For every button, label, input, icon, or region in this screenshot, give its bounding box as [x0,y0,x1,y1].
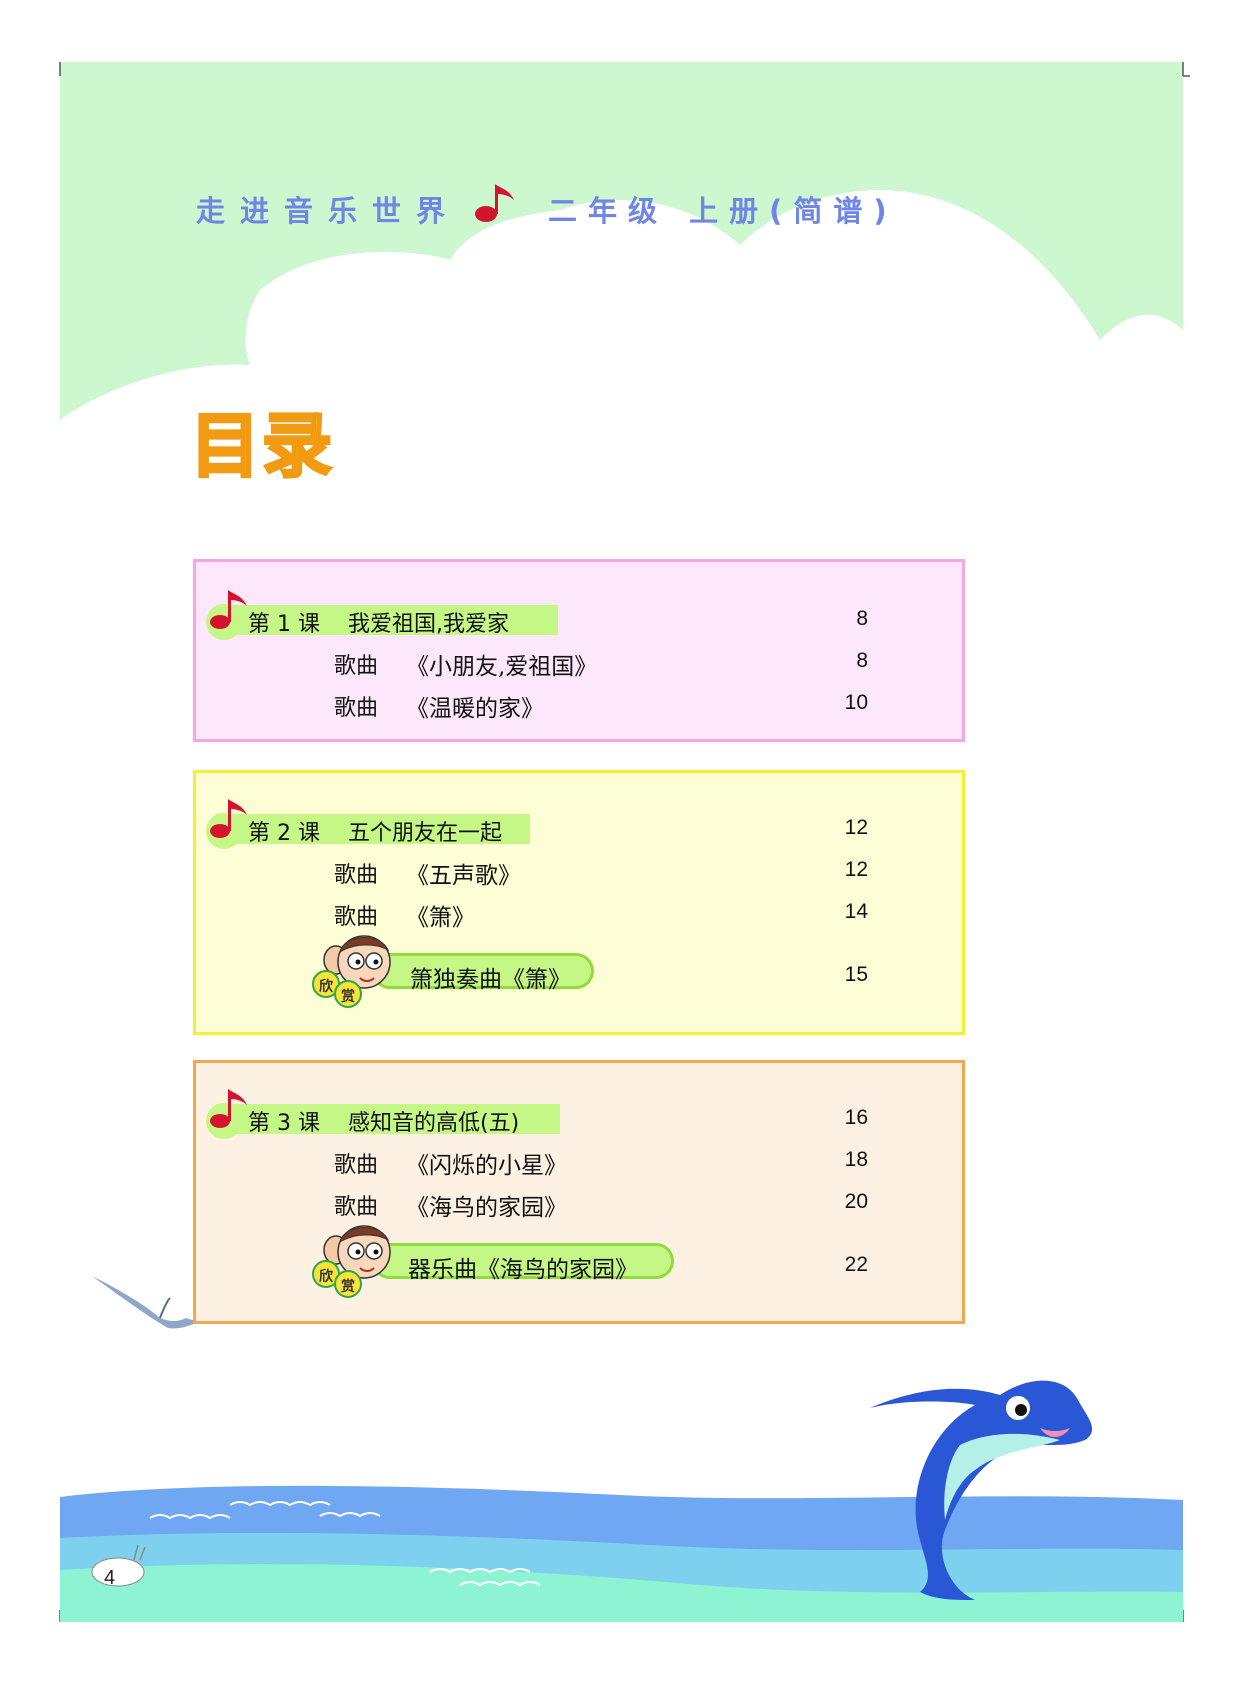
badge-char: 欣 [319,1269,333,1285]
badge-char: 赏 [341,1279,355,1295]
lesson-bar [216,814,530,844]
child-face-icon [323,935,391,989]
music-note-icon [206,799,247,849]
song-kind: 歌曲 [334,863,379,888]
lesson-bar [216,605,558,635]
page-number: 14 [844,900,868,923]
page-number: 16 [844,1106,868,1129]
lesson-label: 第 1 课 [248,612,320,637]
song-kind: 歌曲 [334,1195,379,1220]
page-number: 8 [856,649,868,672]
song-kind: 歌曲 [334,696,379,721]
lesson-title: 我爱祖国,我爱家 [348,612,509,637]
page-number: 8 [856,607,868,630]
song-title: 《海鸟的家园》 [406,1195,567,1221]
badge-char: 欣 [319,979,333,995]
appreciation-pill [372,1243,674,1279]
song-title: 《温暖的家》 [406,696,544,722]
page-number: 18 [844,1148,868,1171]
appreciation-pill [372,953,594,989]
song-title: 《小朋友,爱祖国》 [406,654,598,680]
lesson-title: 感知音的高低(五) [348,1111,520,1136]
page-number: 12 [844,858,868,881]
dolphin-icon [870,1380,1093,1600]
song-title: 《箫》 [406,905,475,931]
badge-char: 赏 [341,989,355,1005]
snail-icon [91,1544,146,1587]
page-number: 20 [844,1190,868,1213]
song-title: 《闪烁的小星》 [406,1153,567,1179]
appreciation-badge-icon [312,970,362,1008]
sea-light [60,1564,1183,1622]
page-number: 12 [844,816,868,839]
music-note-icon [475,184,514,222]
lesson-label: 第 3 课 [248,1111,320,1136]
music-note-icon [206,590,247,640]
lesson-label: 第 2 课 [248,821,320,846]
song-kind: 歌曲 [334,905,379,930]
page-number: 10 [844,691,868,714]
series-title: 走进音乐世界 [196,194,461,228]
toc-heading: 目录 [189,404,334,489]
grade-title: 二年级 上册(简谱) [548,194,898,228]
page-number-footer: 4 [104,1567,116,1589]
appreciation-badge-icon [312,1260,362,1298]
page-number: 22 [844,1253,868,1276]
song-kind: 歌曲 [334,1153,379,1178]
lesson-title: 五个朋友在一起 [348,821,503,846]
page-number: 15 [844,963,868,986]
lesson-box-1 [193,559,965,742]
lesson-bar [216,1104,560,1134]
music-note-icon [206,1089,247,1139]
child-face-icon [323,1225,391,1279]
appreciation-title: 箫独奏曲《箫》 [410,967,571,993]
song-kind: 歌曲 [334,654,379,679]
song-title: 《五声歌》 [406,863,521,889]
cloud-background [60,62,1183,420]
seagull-icon [92,1276,212,1329]
appreciation-title: 器乐曲《海鸟的家园》 [408,1257,638,1283]
